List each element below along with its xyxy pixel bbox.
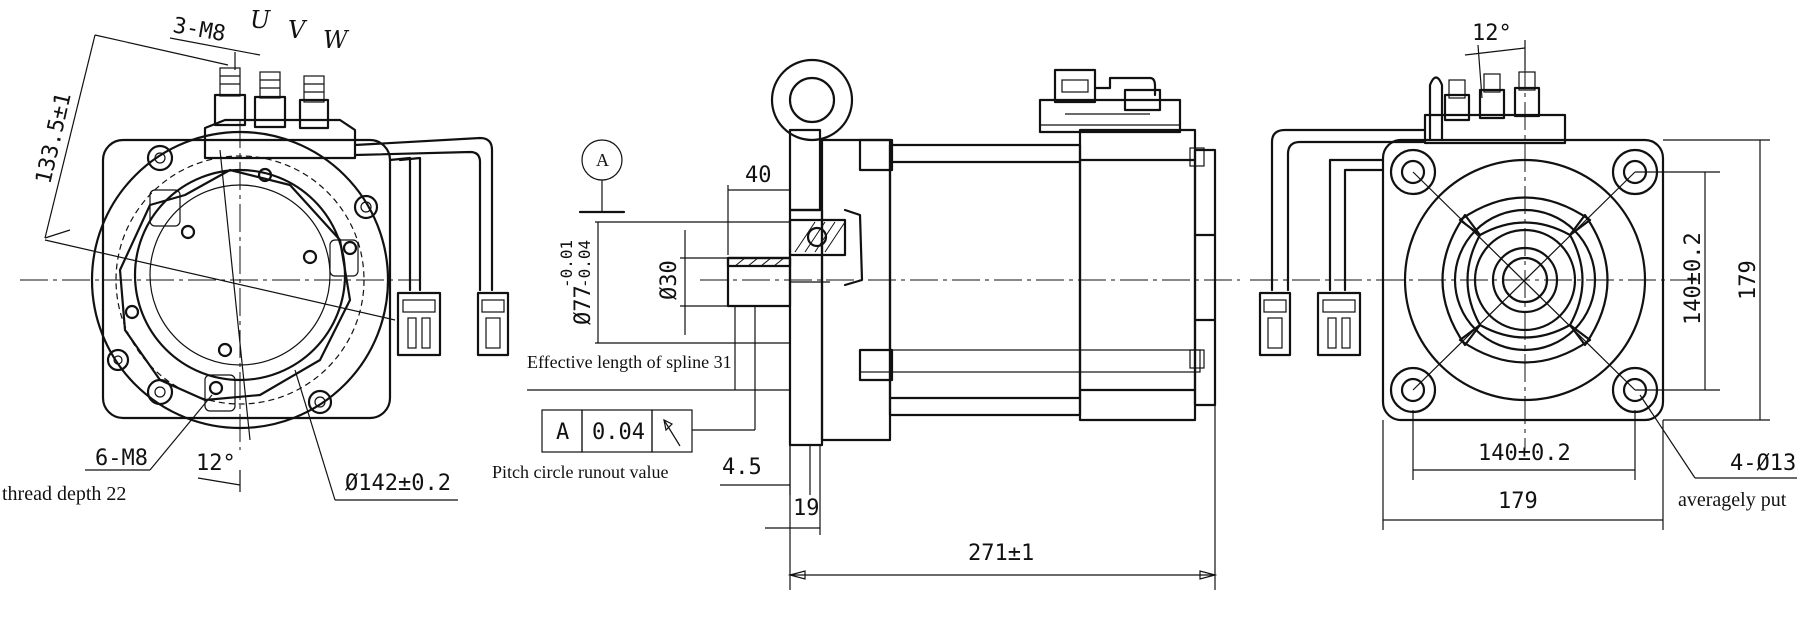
fcf-datum: A <box>556 420 569 445</box>
left-connector-a <box>396 291 442 357</box>
fcf-value: 0.04 <box>592 420 645 445</box>
dim-bolt-spacing-h: 140±0.2 <box>1478 441 1571 466</box>
dim-mount-holes: 4-Ø13 <box>1730 451 1796 476</box>
right-connector-a <box>1258 291 1292 357</box>
datum-a-bubble: A <box>596 150 609 170</box>
dim-flange-thickness: 4.5 <box>722 455 762 480</box>
dim-flange-threads: 6-M8 <box>95 446 148 471</box>
dim-spigot-tol-upper: -0.01 <box>557 240 576 288</box>
right-connector-b <box>1316 291 1362 357</box>
middle-terminal-box <box>1038 98 1182 134</box>
dim-left-angle: 12° <box>196 451 236 476</box>
note-thread-depth: thread depth 22 <box>2 483 126 505</box>
dim-hub: 19 <box>793 496 820 521</box>
note-runout: Pitch circle runout value <box>492 462 668 482</box>
note-holes: averagely put <box>1678 489 1787 511</box>
dim-right-angle: 12° <box>1472 21 1512 46</box>
right-flange-square <box>1381 138 1665 422</box>
phase-u-label: U <box>250 6 271 34</box>
dim-spigot-tol-lower: -0.04 <box>575 240 594 288</box>
left-end-view: 133.5±1 3-M8 U V W 6-M8 thread depth 22 … <box>2 6 510 505</box>
phase-v-label: V <box>288 16 308 44</box>
dim-height: 179 <box>1736 260 1761 300</box>
dim-terminal-threads: 3-M8 <box>171 13 228 47</box>
dim-bolt-spacing-v: 140±0.2 <box>1681 232 1706 325</box>
note-spline-length: Effective length of spline 31 <box>527 352 732 372</box>
middle-side-view: A 40 Ø77 -0.01 -0.04 Ø30 Effective lengt… <box>492 58 1240 590</box>
lifting-eye <box>770 58 854 142</box>
phase-w-label: W <box>323 26 350 54</box>
dim-pitch-circle: Ø142±0.2 <box>345 471 451 496</box>
right-end-view: 12° 140±0.2 179 140±0.2 179 4-Ø13 averag… <box>1250 21 1797 530</box>
runout-symbol <box>663 419 681 447</box>
dim-shaft-dia: Ø30 <box>657 260 682 300</box>
left-connector-b <box>476 291 510 357</box>
dim-width: 179 <box>1498 489 1538 514</box>
left-flange-square <box>101 138 392 420</box>
feature-control-frame: A 0.04 <box>541 306 756 453</box>
dim-total-length: 271±1 <box>968 541 1034 566</box>
dim-spigot-dia: Ø77 <box>571 285 596 325</box>
dim-shaft-length: 40 <box>745 163 772 188</box>
